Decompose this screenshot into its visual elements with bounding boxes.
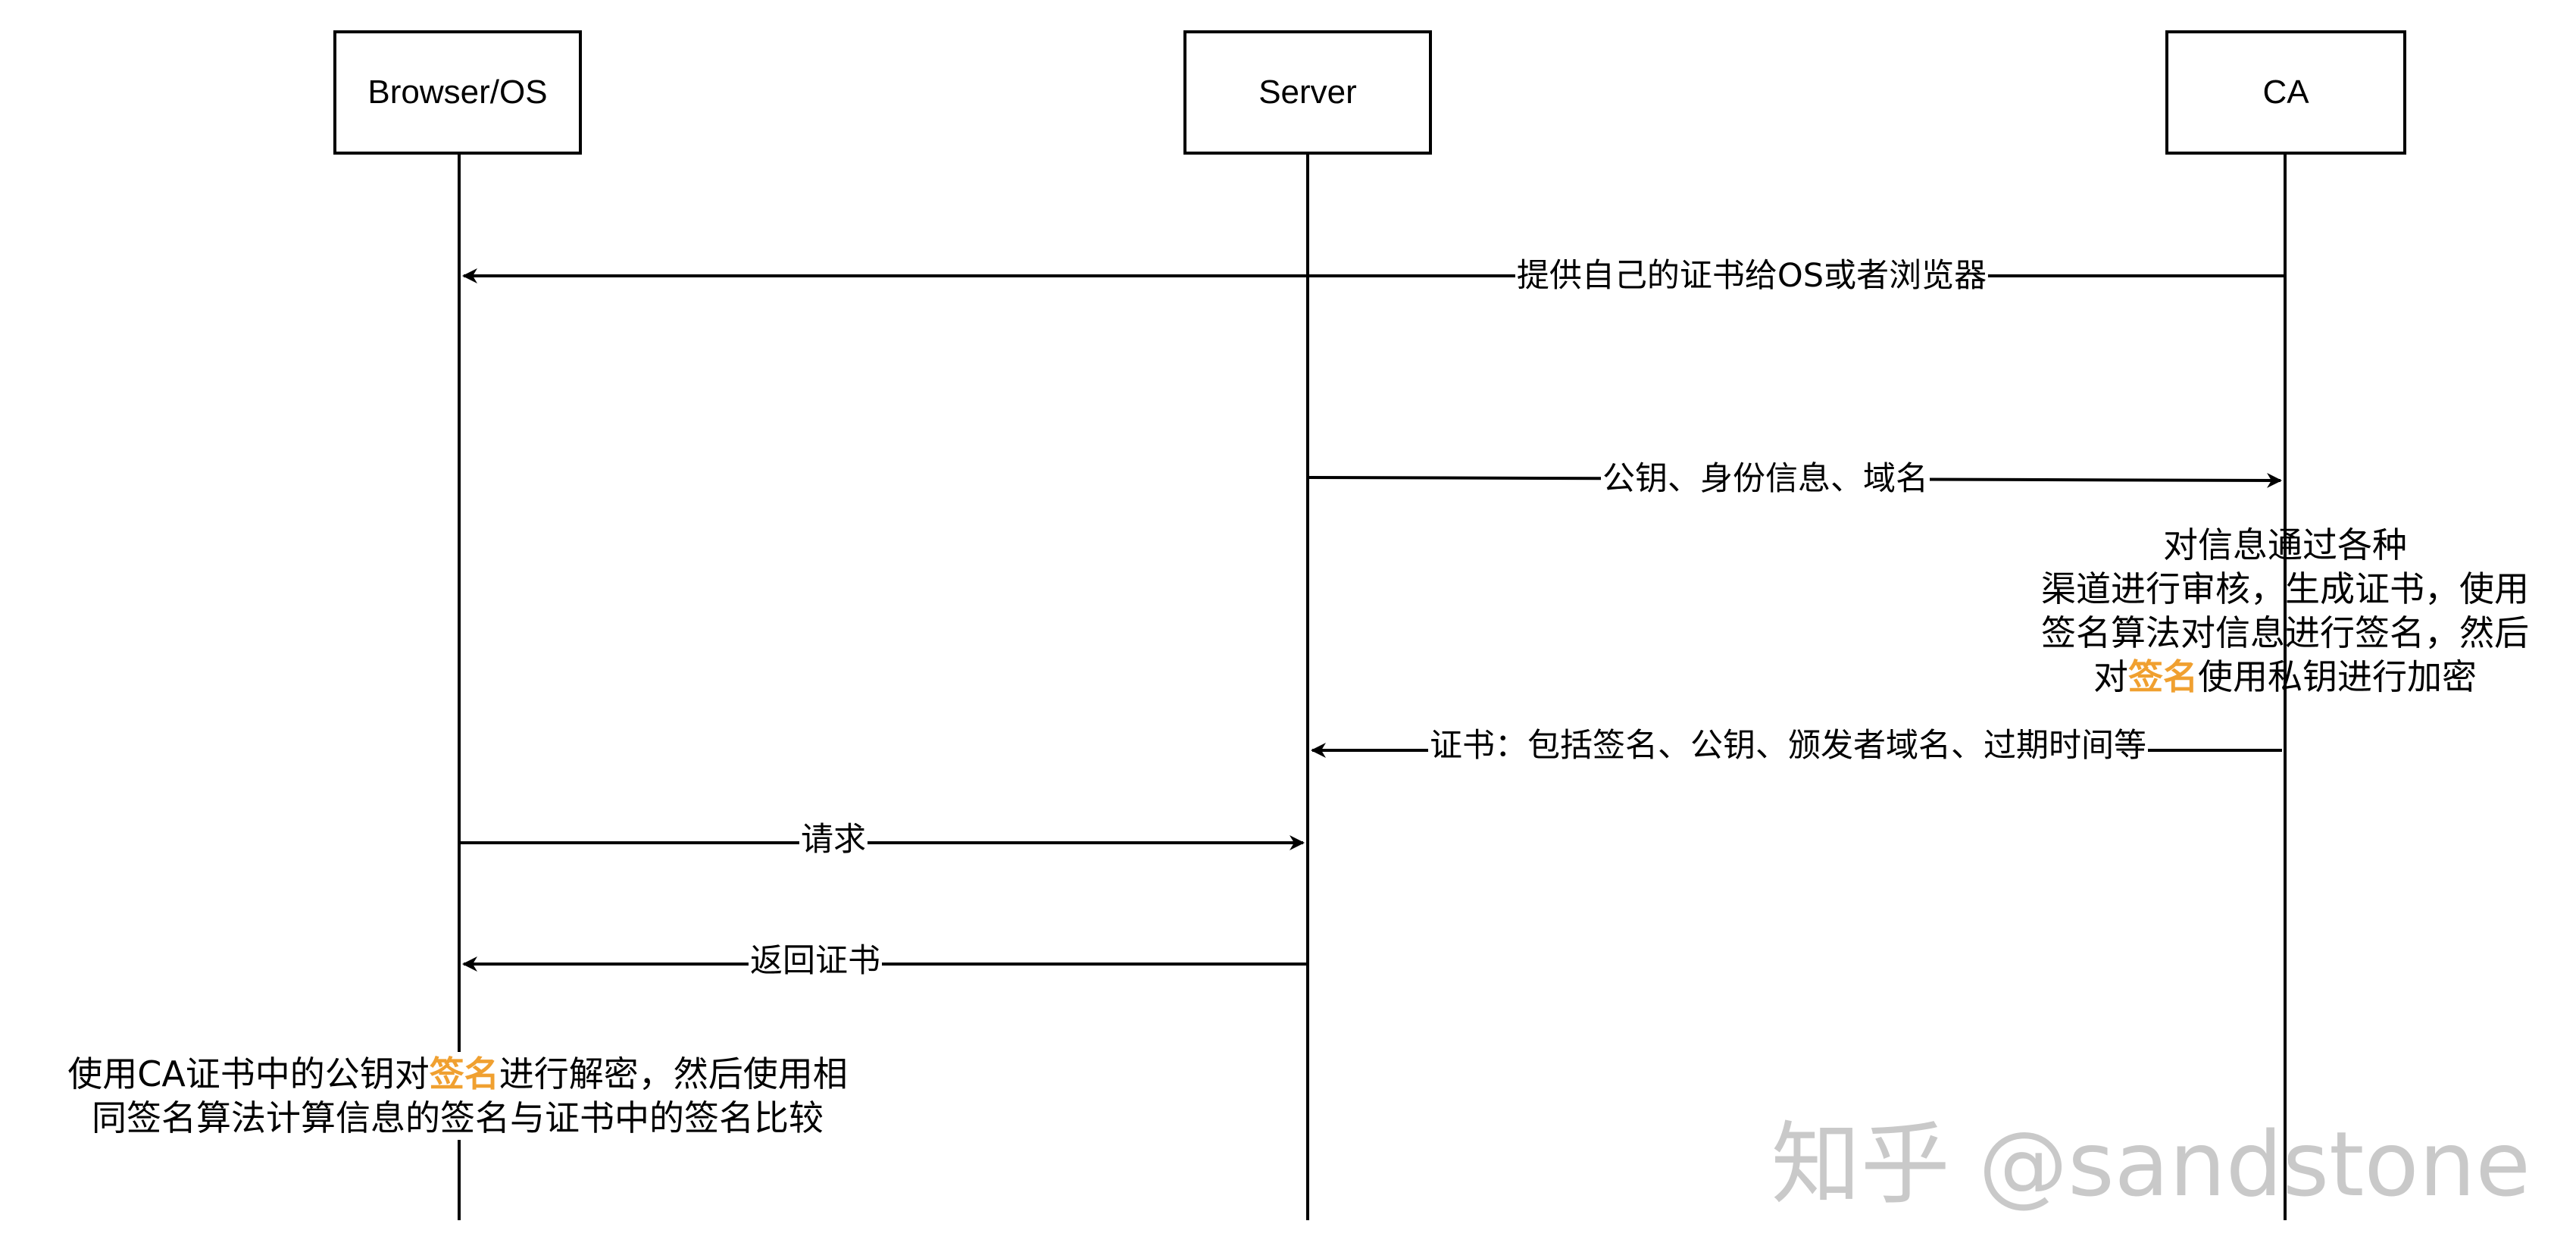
watermark-text: 知乎 @sandstone [1771, 1112, 2531, 1216]
actor-ca: CA [2165, 30, 2406, 155]
actor-browser-os: Browser/OS [333, 30, 582, 155]
note-browser-line-2: 同签名算法计算信息的签名与证书中的签名比较 [92, 1097, 824, 1138]
note-ca-line-4-suffix: 使用私钥进行加密 [2198, 656, 2477, 697]
note-browser-verify: 使用CA证书中的公钥对签名进行解密，然后使用相 同签名算法计算信息的签名与证书中… [67, 1052, 848, 1140]
note-ca-line-4: 对签名使用私钥进行加密 [2041, 655, 2529, 699]
message-label-certificate-contents: 证书：包括签名、公钥、颁发者域名、过期时间等 [1428, 725, 2148, 766]
message-label-return-cert: 返回证书 [749, 941, 882, 981]
message-label-pubkey-identity-domain: 公钥、身份信息、域名 [1601, 459, 1930, 499]
note-ca-line-3: 签名算法对信息进行签名，然后 [2041, 612, 2529, 653]
note-ca-line-1: 对信息通过各种 [2163, 524, 2407, 565]
note-browser-line-1-suffix: 进行解密，然后使用相 [499, 1053, 848, 1094]
note-ca-highlight-signature: 签名 [2128, 656, 2198, 697]
note-browser-highlight-signature: 签名 [429, 1053, 499, 1094]
actor-server: Server [1183, 30, 1432, 155]
note-browser-line-1: 使用CA证书中的公钥对签名进行解密，然后使用相 [67, 1052, 848, 1096]
note-ca-line-4-prefix: 对 [2093, 656, 2128, 697]
note-browser-line-1-prefix: 使用CA证书中的公钥对 [67, 1053, 430, 1094]
note-ca-signing: 对信息通过各种 渠道进行审核，生成证书，使用 签名算法对信息进行签名，然后 对签… [2041, 523, 2529, 699]
message-label-provide-cert: 提供自己的证书给OS或者浏览器 [1515, 255, 1989, 296]
message-label-request: 请求 [799, 819, 868, 860]
note-ca-line-2: 渠道进行审核，生成证书，使用 [2041, 568, 2529, 609]
